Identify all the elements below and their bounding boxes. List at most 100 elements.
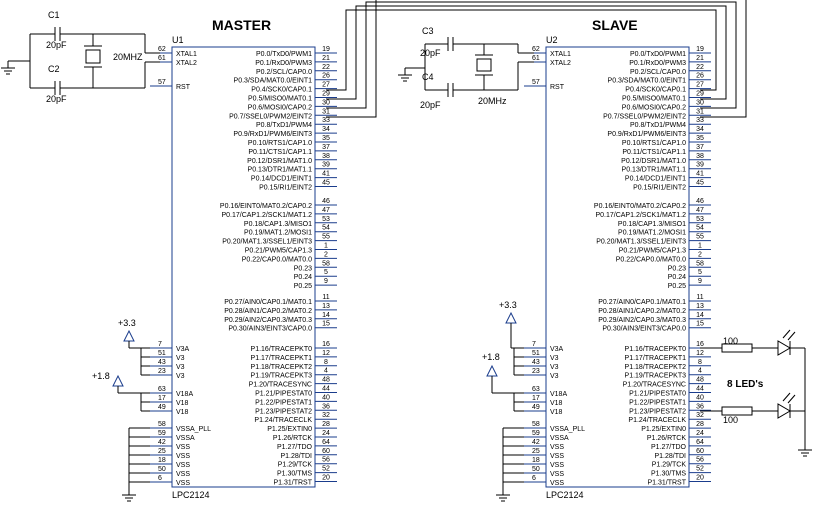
master-right-pin[interactable]: 5P0.24 [294,269,337,281]
master-right-pin[interactable]: 8P1.18/TRACEPKT2 [251,359,337,371]
master-chip-body[interactable] [171,46,316,488]
slave-right-pin[interactable]: 4P1.19/TRACEPKT3 [625,368,711,380]
master-right-pin[interactable]: 9P0.25 [294,278,337,290]
master-right-pin[interactable]: 1P0.21/PWM5/CAP1.3 [245,243,337,255]
slave-chip-body[interactable] [545,46,690,488]
slave-right-pin[interactable]: 9P0.25 [668,278,711,290]
master-right-pin[interactable]: 4P1.19/TRACEPKT3 [251,368,337,380]
slave-right-pin[interactable]: 8P1.18/TRACEPKT2 [625,359,711,371]
slave-right-pin[interactable]: 1P0.21/PWM5/CAP1.3 [619,243,711,255]
slave-right-pin[interactable]: 5P0.24 [668,269,711,281]
